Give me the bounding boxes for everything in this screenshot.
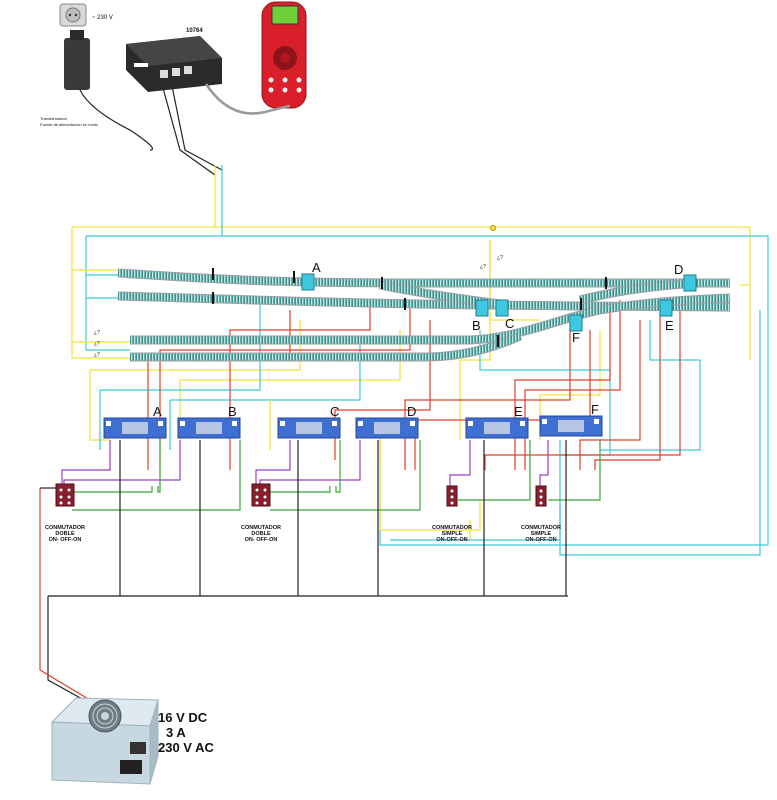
wall-outlet	[59, 3, 87, 27]
transformer-caption-2: Fuente de alimentación en modo	[40, 122, 99, 127]
double-switch-2	[251, 483, 271, 507]
decoder-f	[539, 415, 603, 437]
question-mark: ¿?	[94, 330, 100, 336]
decoder-a	[103, 417, 167, 439]
psu-input-voltage: 230 V AC	[158, 740, 214, 755]
question-mark: ¿?	[94, 341, 100, 347]
switch-1-caption-line2: DOBLE	[55, 531, 75, 537]
question-mark: ¿?	[480, 264, 486, 270]
track-label-b: B	[472, 318, 481, 333]
switch-1-caption-line3: ON- OFF-ON	[49, 537, 82, 543]
power-supply-unit	[50, 697, 159, 785]
switch-3-caption-line1: CONMUTADOR	[432, 525, 472, 531]
track-label-f: F	[572, 330, 580, 345]
decoder-label-e: E	[514, 404, 523, 419]
command-station	[126, 36, 222, 92]
decoder-c	[277, 417, 341, 439]
switch-4-caption-line3: ON-OFF-ON	[525, 537, 556, 543]
switch-2-caption-line1: CONMUTADOR	[241, 525, 281, 531]
decoder-label-f: F	[591, 402, 599, 417]
command-station-model: 10764	[186, 28, 203, 34]
switch-4-caption-line1: CONMUTADOR	[521, 525, 561, 531]
switch-4-caption-line2: SIMPLE	[531, 531, 552, 537]
decoder-label-d: D	[407, 404, 416, 419]
switch-2-caption-line2: DOBLE	[251, 531, 271, 537]
track-layout	[117, 268, 731, 362]
single-switch-1	[446, 485, 458, 507]
switch-3-caption-line3: ON-OFF-ON	[436, 537, 467, 543]
decoder-label-b: B	[228, 404, 237, 419]
feeder-wires	[39, 165, 769, 721]
switch-1-caption-line1: CONMUTADOR	[45, 525, 85, 531]
decoder-label-c: C	[330, 404, 339, 419]
decoder-label-a: A	[153, 404, 162, 419]
switch-3-caption-line2: SIMPLE	[442, 531, 463, 537]
single-switch-2	[535, 485, 547, 507]
transformer-caption-1: Transformador/	[40, 116, 68, 121]
psu-current: 3 A	[166, 725, 186, 740]
decoder-d	[355, 417, 419, 439]
track-label-e: E	[665, 318, 674, 333]
double-switch-1	[55, 483, 75, 507]
question-mark: ¿?	[497, 255, 503, 261]
outlet-voltage-label: ~ 230 V	[92, 15, 113, 21]
switch-2-caption-line3: ON- OFF-ON	[245, 537, 278, 543]
decoder-e	[465, 417, 529, 439]
psu-output-voltage: 16 V DC	[158, 710, 208, 725]
track-label-d: D	[674, 262, 683, 277]
handheld-controller	[261, 1, 307, 109]
transformer	[64, 30, 90, 90]
track-label-c: C	[505, 316, 514, 331]
track-label-a: A	[312, 260, 321, 275]
decoder-b	[177, 417, 241, 439]
question-mark: ¿?	[94, 352, 100, 358]
